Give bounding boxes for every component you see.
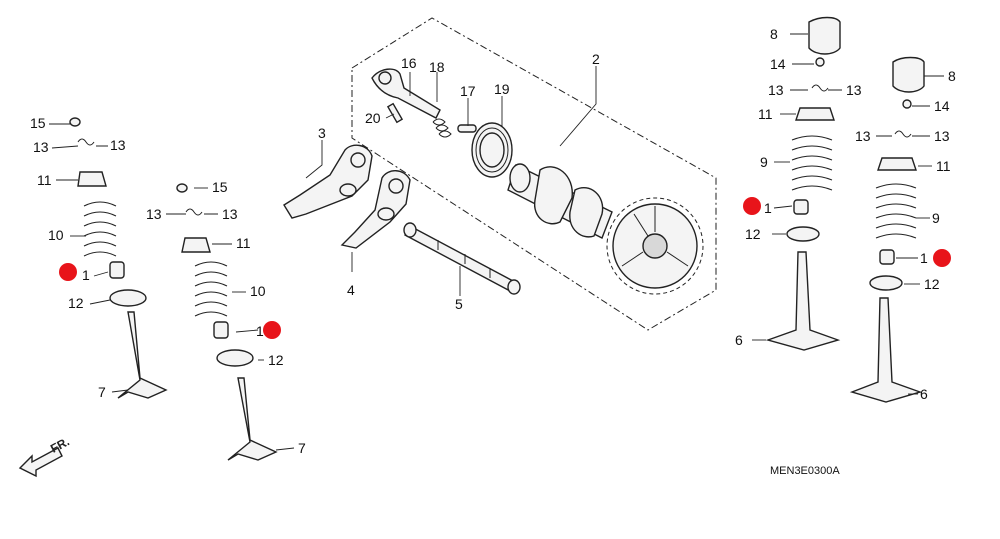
- callout-8b: 8: [948, 68, 956, 84]
- rocker-arm-intake: [340, 170, 411, 249]
- cam-sprocket: [606, 197, 704, 295]
- camshaft-group-frame: [351, 17, 717, 331]
- valve-stack-left-2: [176, 183, 278, 461]
- callout-7b: 7: [298, 440, 306, 456]
- callout-12c: 12: [745, 226, 761, 242]
- callout-10b: 10: [250, 283, 266, 299]
- callout-labels: 2 3 4 5 16 18 17 19 20 15 13 13 11 10 1 …: [30, 26, 956, 456]
- callout-13c: 13: [146, 206, 162, 222]
- callout-13h: 13: [934, 128, 950, 144]
- highlight-marker-1c: [743, 197, 761, 215]
- callout-2: 2: [592, 51, 600, 67]
- callout-6b: 6: [920, 386, 928, 402]
- decomp-spring: [432, 118, 452, 138]
- callout-9b: 9: [932, 210, 940, 226]
- callout-1a: 1: [82, 267, 90, 283]
- highlight-marker-1a: [59, 263, 77, 281]
- dowel-pin: [457, 124, 477, 133]
- callout-20: 20: [365, 110, 381, 126]
- callout-16: 16: [401, 55, 417, 71]
- callout-8a: 8: [770, 26, 778, 42]
- front-arrow: FR.: [18, 434, 72, 478]
- callout-17: 17: [460, 83, 476, 99]
- callout-13g: 13: [855, 128, 871, 144]
- callout-1d: 1: [920, 250, 928, 266]
- callout-18: 18: [429, 59, 445, 75]
- leader-lines: [49, 33, 944, 451]
- highlight-marker-1d: [933, 249, 951, 267]
- callout-15b: 15: [212, 179, 228, 195]
- callout-14a: 14: [770, 56, 786, 72]
- callout-13e: 13: [768, 82, 784, 98]
- camshaft-bearing: [471, 122, 513, 178]
- callout-11d: 11: [936, 158, 951, 174]
- highlight-marker-1b: [263, 321, 281, 339]
- camshaft: [507, 163, 613, 239]
- callout-12a: 12: [68, 295, 84, 311]
- callout-9a: 9: [760, 154, 768, 170]
- rocker-arm-shaft: [403, 222, 521, 295]
- highlight-markers: [59, 197, 951, 339]
- valve-stack-left: [69, 117, 168, 399]
- callout-12b: 12: [268, 352, 284, 368]
- callout-14b: 14: [934, 98, 950, 114]
- decompressor-arm: [371, 68, 441, 119]
- rocker-arm-exhaust: [283, 144, 373, 219]
- callout-10a: 10: [48, 227, 64, 243]
- callout-13b: 13: [110, 137, 126, 153]
- valve-stack-right-2: [849, 56, 925, 403]
- valve-stack-right: [765, 16, 841, 351]
- callout-12d: 12: [924, 276, 940, 292]
- diagram-code: MEN3E0300A: [770, 465, 840, 477]
- callout-13f: 13: [846, 82, 862, 98]
- callout-19: 19: [494, 81, 510, 97]
- callout-1b: 1: [256, 323, 264, 339]
- callout-13a: 13: [33, 139, 49, 155]
- callout-6a: 6: [735, 332, 743, 348]
- callout-4: 4: [347, 282, 355, 298]
- callout-11c: 11: [758, 106, 773, 122]
- spring-pin: [386, 102, 404, 124]
- callout-7a: 7: [98, 384, 106, 400]
- callout-5: 5: [455, 296, 463, 312]
- callout-3: 3: [318, 125, 326, 141]
- callout-11b: 11: [236, 235, 251, 251]
- callout-15a: 15: [30, 115, 46, 131]
- callout-1c: 1: [764, 200, 772, 216]
- callout-11a: 11: [37, 172, 52, 188]
- callout-13d: 13: [222, 206, 238, 222]
